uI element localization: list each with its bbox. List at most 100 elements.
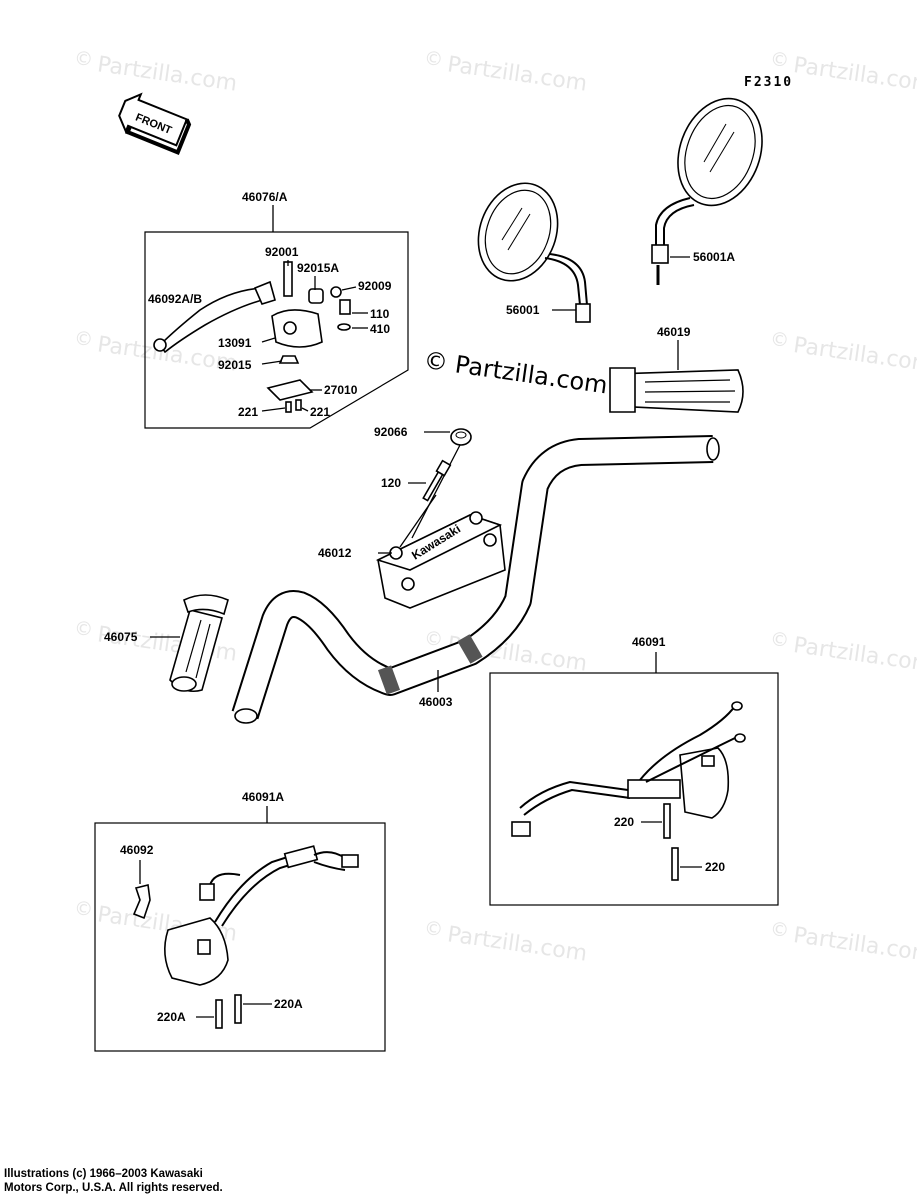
mirror-left: 56001	[477, 182, 591, 323]
svg-text:Partzilla.com: Partzilla.com	[446, 922, 589, 966]
lever-clamp-body	[271, 309, 323, 348]
group-outline	[94, 822, 386, 1052]
leader-line	[261, 407, 286, 412]
watermark: © Partzilla.com	[73, 47, 239, 97]
nut-92015	[278, 355, 300, 364]
wire-connector	[511, 821, 531, 837]
switch-button	[197, 939, 211, 955]
switch-housing	[164, 917, 229, 986]
part-label: 92009	[358, 279, 392, 293]
group-label: 46091	[632, 635, 666, 649]
part-label: 56001	[506, 303, 540, 317]
wire-harness	[523, 788, 631, 816]
handlebar-end	[234, 708, 258, 724]
part-label: 410	[370, 322, 390, 336]
part-label: 56001A	[693, 250, 735, 264]
clamp-bolt-hole	[469, 511, 483, 525]
part-label: 92015	[218, 358, 252, 372]
watermark: © Partzilla.com	[769, 628, 917, 678]
part-label: 92066	[374, 425, 408, 439]
mirror-stem	[549, 253, 588, 306]
mirror-thread	[575, 303, 591, 323]
part-46092	[132, 884, 151, 920]
lever-pivot	[253, 280, 276, 305]
watermark-center: © Partzilla.com	[422, 346, 609, 400]
grip-right: 46019	[609, 325, 744, 413]
part-label: 220	[614, 815, 634, 829]
wire-harness	[519, 780, 629, 809]
part-label: 220A	[157, 1010, 186, 1024]
mirror-right: 56001A	[651, 97, 763, 285]
svg-text:© Partzilla.com: © Partzilla.com	[422, 346, 609, 400]
screw-221	[285, 401, 292, 413]
grip-flange	[183, 594, 229, 616]
svg-text:Partzilla.com: Partzilla.com	[792, 333, 917, 377]
screw-220	[671, 847, 679, 881]
collar-92015A	[308, 288, 324, 304]
svg-text:©: ©	[73, 47, 95, 71]
watermark: © Partzilla.com	[423, 917, 589, 967]
bolt-92001	[283, 261, 293, 297]
grip-flange	[609, 367, 636, 413]
part-label: 120	[381, 476, 401, 490]
leader-line	[261, 360, 283, 365]
mirror-stem	[663, 204, 695, 245]
wire-harness	[221, 859, 307, 927]
wire	[313, 851, 346, 859]
leader-line	[301, 407, 309, 412]
group-label: 46076/A	[242, 190, 288, 204]
svg-text:©: ©	[73, 617, 95, 641]
watermarks: © Partzilla.com © Partzilla.com © Partzi…	[73, 47, 917, 968]
left-switch-group: 46091A 46092 220A 220A	[94, 790, 386, 1052]
part-label: 46075	[104, 630, 138, 644]
switch-button	[701, 755, 715, 767]
screw-220A	[234, 994, 242, 1024]
knurl	[377, 665, 401, 695]
svg-text:Partzilla.com: Partzilla.com	[446, 52, 589, 96]
part-label: 46012	[318, 546, 352, 560]
watermark: © Partzilla.com	[769, 918, 917, 968]
part-label: 221	[238, 405, 258, 419]
wire-sleeve	[627, 779, 681, 799]
part-label: 27010	[324, 383, 358, 397]
mirror-head	[677, 97, 763, 207]
handlebar-end	[706, 437, 720, 461]
leader-line	[341, 286, 357, 291]
svg-text:©: ©	[73, 327, 95, 351]
wire	[209, 872, 241, 886]
mirror-thread	[651, 244, 669, 264]
part-label: 92015A	[297, 261, 339, 275]
handlebar-outline	[231, 435, 714, 720]
knurl	[457, 634, 483, 664]
front-arrow-icon: FRONT	[118, 92, 192, 155]
watermark: © Partzilla.com	[73, 327, 239, 377]
svg-text:©: ©	[769, 328, 791, 352]
svg-text:©: ©	[769, 48, 791, 72]
handlebar: 46003	[231, 435, 720, 724]
switch-27010	[266, 379, 314, 401]
lever-tip	[153, 338, 167, 352]
svg-text:©: ©	[769, 628, 791, 652]
svg-text:©: ©	[73, 897, 95, 921]
part-label: 13091	[218, 336, 252, 350]
part-label: 46092	[120, 843, 154, 857]
svg-text:©: ©	[423, 627, 445, 651]
nut-92009	[330, 286, 342, 298]
washer-410	[337, 323, 351, 331]
part-label: 110	[370, 307, 390, 321]
handlebar-clamp: Kawasaki 46012 120 92066	[318, 425, 506, 609]
clamp-bolt-hole	[401, 577, 415, 591]
clamp-hole	[283, 321, 297, 335]
wire	[639, 705, 736, 781]
part-label: 221	[310, 405, 330, 419]
wire-sleeve	[283, 845, 319, 869]
mirror-stem	[655, 197, 691, 245]
group-outline	[144, 231, 409, 429]
screw-220A	[215, 999, 223, 1029]
part-label: 46003	[419, 695, 453, 709]
bolt-120	[422, 459, 452, 502]
wire-connector	[341, 854, 359, 868]
watermark: © Partzilla.com	[769, 48, 917, 98]
svg-text:Partzilla.com: Partzilla.com	[96, 52, 239, 96]
